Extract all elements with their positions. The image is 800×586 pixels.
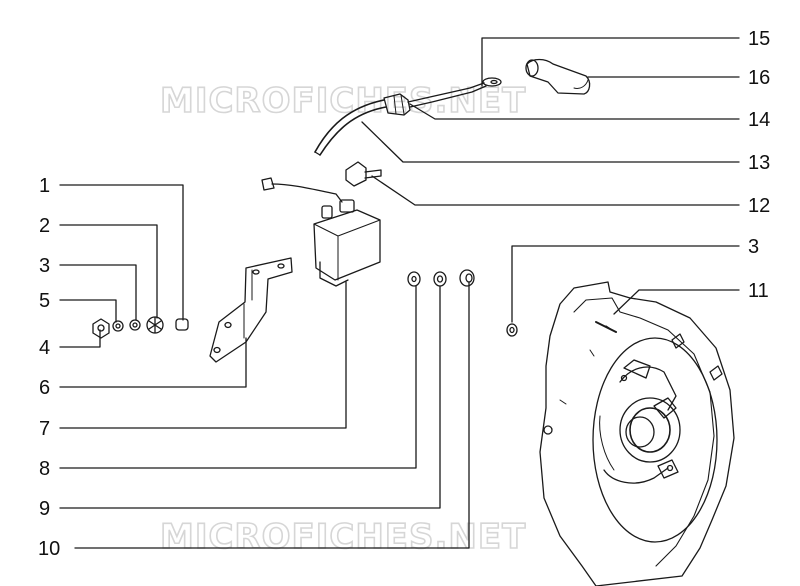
leader-1 (59, 184, 184, 321)
connector-12 (345, 161, 382, 187)
leader-11 (613, 289, 740, 315)
leader-3b (511, 245, 740, 323)
callout-9: 9 (39, 498, 50, 520)
leader-3a (59, 264, 137, 321)
leader-5 (59, 299, 117, 323)
callout-11: 11 (748, 280, 769, 302)
watermark-bottom: MICROFICHES.NET (160, 517, 526, 557)
hv-lead-assembly (314, 58, 591, 187)
hardware-middle (407, 269, 518, 337)
leader-8 (59, 285, 417, 469)
leader-12 (371, 175, 740, 206)
washer-5 (112, 320, 124, 332)
leader-10 (74, 281, 470, 549)
stator-housing (539, 281, 735, 586)
leader-13 (361, 121, 740, 163)
hv-cable-13 (314, 99, 385, 153)
callout-1: 1 (39, 175, 50, 197)
callout-6: 6 (39, 377, 50, 399)
terminal-15 (482, 77, 502, 87)
nut-3b (506, 323, 518, 337)
leader-4 (59, 329, 101, 348)
callout-15: 15 (748, 28, 770, 50)
washer-9 (433, 271, 447, 287)
callout-16: 16 (748, 67, 770, 89)
leader-2 (59, 224, 158, 319)
callout-14: 14 (748, 109, 770, 131)
callout-10: 10 (38, 538, 60, 560)
watermark-top: MICROFICHES.NET (160, 81, 526, 121)
leader-lines-right (361, 37, 740, 323)
callout-8: 8 (39, 458, 50, 480)
lock-washer-2 (146, 316, 164, 334)
washer-8 (407, 271, 421, 287)
leader-7 (59, 281, 347, 429)
bracket-6 (209, 257, 293, 363)
plug-cap-16 (525, 58, 591, 95)
leader-15 (481, 37, 740, 87)
callout-4: 4 (39, 337, 50, 359)
leader-14 (409, 103, 740, 120)
leader-lines-left (59, 184, 470, 549)
callout-5: 5 (39, 290, 50, 312)
spacer-1 (175, 318, 189, 331)
nut-4 (92, 318, 110, 339)
callout-13: 13 (748, 152, 770, 174)
rubber-sleeve-14 (383, 93, 411, 116)
callout-3-left: 3 (39, 255, 50, 277)
callout-2: 2 (39, 215, 50, 237)
callout-12: 12 (748, 195, 770, 217)
leader-6 (59, 337, 247, 388)
hardware-left (92, 316, 189, 339)
nut-10 (459, 269, 475, 287)
callout-7: 7 (39, 418, 50, 440)
callout-3-right: 3 (748, 236, 759, 258)
ignition-coil-7 (261, 177, 381, 287)
leader-9 (59, 285, 441, 509)
callout-numbers: 1 2 3 5 4 6 7 8 9 10 15 16 14 13 12 3 11 (38, 28, 770, 560)
washer-3 (129, 319, 141, 331)
